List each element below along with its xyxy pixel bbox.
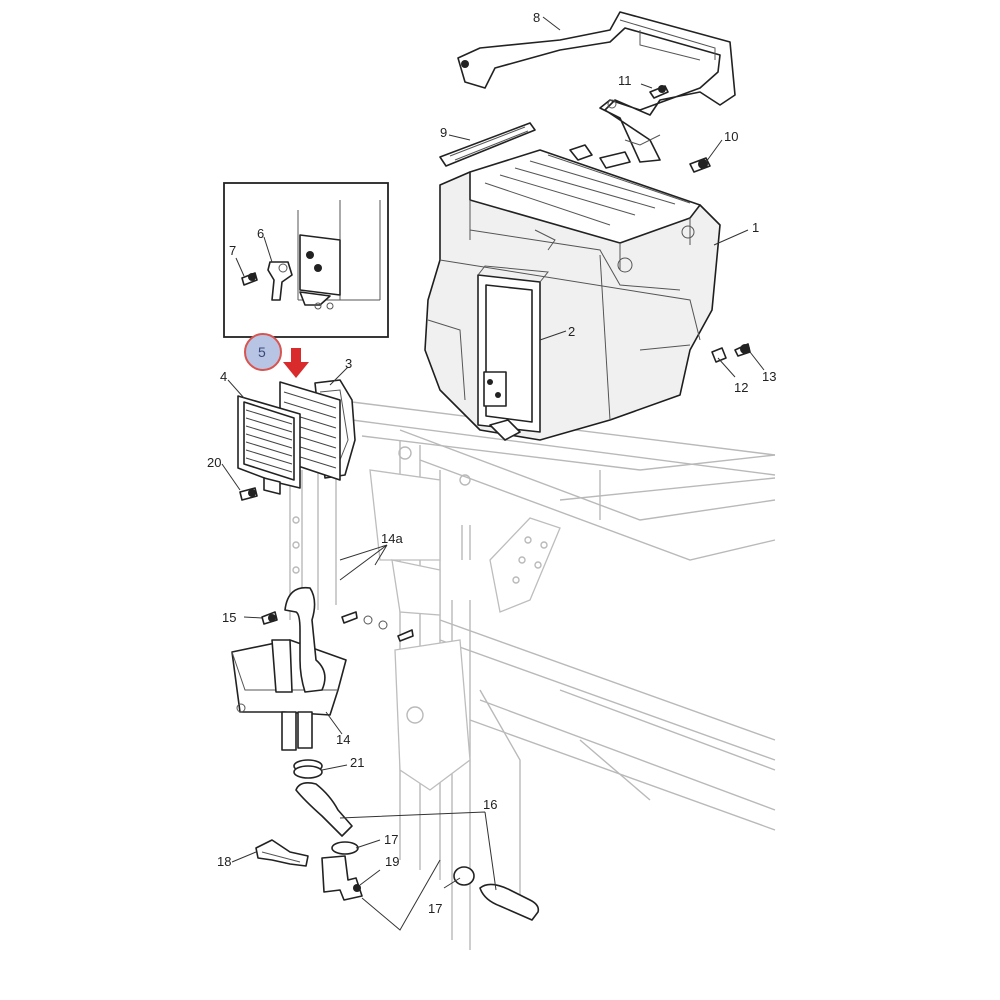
label-part-9: 9 <box>440 125 447 140</box>
highlight-part-5: 5 <box>244 333 309 378</box>
label-part-7: 7 <box>229 243 236 258</box>
label-part-17-upper: 17 <box>384 832 398 847</box>
label-part-14a: 14a <box>381 531 403 546</box>
label-part-8: 8 <box>533 10 540 25</box>
mounting-bracket-part-8 <box>457 11 736 163</box>
down-arrow-icon <box>283 348 309 378</box>
label-part-21: 21 <box>350 755 364 770</box>
highlight-circle <box>244 333 282 371</box>
label-part-20: 20 <box>207 455 221 470</box>
filter-element-part-2 <box>477 265 549 441</box>
vehicle-frame <box>289 401 776 950</box>
label-part-6: 6 <box>257 226 264 241</box>
hvac-housing <box>424 144 721 441</box>
filter-cover-part-4 <box>237 395 301 495</box>
label-part-19: 19 <box>385 854 399 869</box>
detail-inset <box>223 182 389 338</box>
label-part-3: 3 <box>345 356 352 371</box>
pipework <box>231 586 540 921</box>
label-part-12: 12 <box>734 380 748 395</box>
label-part-14: 14 <box>336 732 350 747</box>
label-part-17-lower: 17 <box>428 901 442 916</box>
label-part-18: 18 <box>217 854 231 869</box>
seal-strip-part-9 <box>439 122 536 167</box>
label-part-11: 11 <box>618 73 632 88</box>
label-part-2: 2 <box>568 324 575 339</box>
label-part-13: 13 <box>762 369 776 384</box>
label-part-15: 15 <box>222 610 236 625</box>
label-part-16: 16 <box>483 797 497 812</box>
label-part-1: 1 <box>752 220 759 235</box>
label-part-10: 10 <box>724 129 738 144</box>
part-number-labels: 8 11 9 10 1 2 3 4 6 7 12 13 20 14a 15 14… <box>207 10 776 916</box>
leader-lines <box>221 16 765 931</box>
label-part-5: 5 <box>258 344 266 360</box>
fasteners <box>239 85 751 642</box>
label-part-4: 4 <box>220 369 227 384</box>
